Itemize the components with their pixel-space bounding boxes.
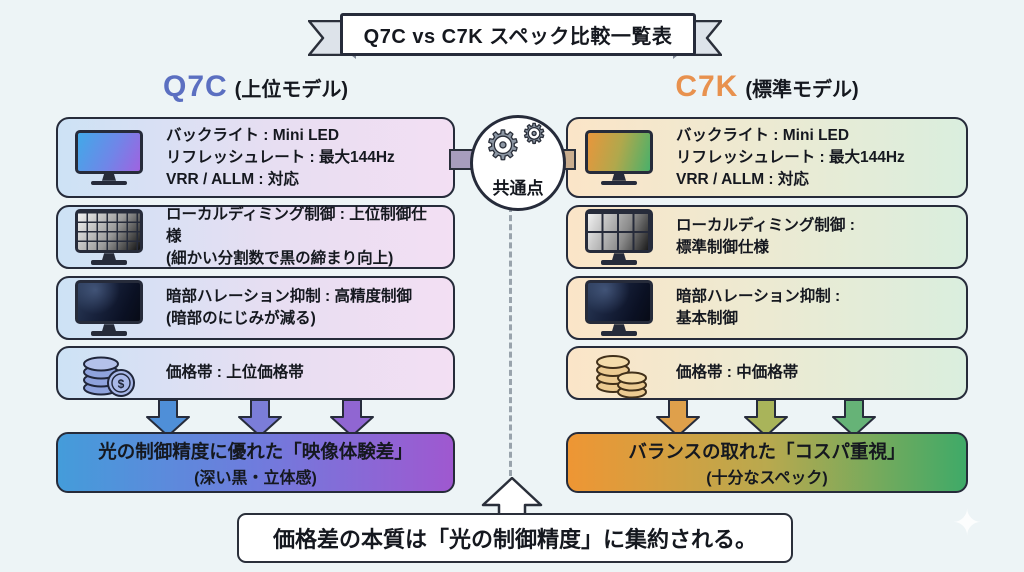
spec-line: リフレッシュレート : 最大144Hz	[166, 148, 395, 166]
center-divider-dashed-line	[509, 206, 512, 476]
dark-scene-tv-icon	[72, 280, 146, 336]
spec-line: バックライト : Mini LED	[676, 126, 850, 144]
down-arrow-icon	[238, 399, 282, 437]
down-arrow-icon	[330, 399, 374, 437]
result-line: (深い黒・立体感)	[194, 469, 317, 487]
spec-line: VRR / ALLM : 対応	[676, 170, 809, 188]
model-name-c7k: C7K	[675, 70, 739, 103]
down-arrow-icon	[832, 399, 876, 437]
gear-icon: ⚙	[521, 119, 547, 149]
spec-line: 価格帯 : 上位価格帯	[166, 364, 304, 381]
result-box-c7k: バランスの取れた「コスパ重視」 (十分なスペック)	[566, 432, 968, 493]
spec-row-backlight-q7c: バックライト : Mini LED リフレッシュレート : 最大144Hz VR…	[56, 117, 455, 198]
down-arrow-icon	[744, 399, 788, 437]
spec-line: 標準制御仕様	[676, 239, 770, 256]
spec-row-halation-q7c: 暗部ハレーション抑制 : 高精度制御 (暗部のにじみが減る)	[56, 276, 455, 340]
page-title: Q7C vs C7K スペック比較一覧表	[340, 13, 696, 56]
spec-line: ローカルディミング制御 :	[676, 217, 855, 234]
spec-line: (細かい分割数で黒の締まり向上)	[166, 250, 394, 267]
spec-row-dimming-c7k: ローカルディミング制御 : 標準制御仕様	[566, 205, 968, 269]
common-points-hub: ⚙ ⚙ 共通点	[470, 115, 566, 211]
spec-line: 価格帯 : 中価格帯	[676, 364, 799, 381]
hub-label: 共通点	[492, 179, 544, 198]
header-c7k: C7K (標準モデル)	[566, 70, 968, 104]
footer-conclusion: 価格差の本質は「光の制御精度」に集約される。	[237, 513, 793, 563]
spec-line: 暗部ハレーション抑制 :	[676, 288, 841, 305]
tv-display-icon	[582, 129, 656, 186]
dimming-grid-coarse-icon	[582, 209, 656, 265]
down-arrow-icon	[146, 399, 190, 437]
spec-line: (暗部のにじみが減る)	[166, 310, 316, 327]
result-line: 光の制御精度に優れた「映像体験差」	[98, 440, 413, 462]
dimming-grid-fine-icon	[72, 209, 146, 265]
spec-line: VRR / ALLM : 対応	[166, 170, 299, 188]
spec-line: リフレッシュレート : 最大144Hz	[676, 148, 905, 166]
spec-line: バックライト : Mini LED	[166, 126, 340, 144]
header-q7c: Q7C (上位モデル)	[56, 70, 455, 104]
spec-line: ローカルディミング制御 : 上位制御仕様	[166, 206, 427, 245]
up-arrow-icon	[481, 477, 543, 517]
sparkle-icon: ✦	[952, 502, 983, 543]
dark-scene-tv-icon	[582, 280, 656, 336]
down-arrow-icon	[656, 399, 700, 437]
spec-line: 暗部ハレーション抑制 : 高精度制御	[166, 288, 412, 305]
result-line: (十分なスペック)	[706, 469, 828, 487]
spec-row-halation-c7k: 暗部ハレーション抑制 : 基本制御	[566, 276, 968, 340]
gear-icon: ⚙	[484, 124, 521, 168]
model-suffix-q7c: (上位モデル)	[234, 78, 348, 101]
model-suffix-c7k: (標準モデル)	[745, 78, 859, 101]
spec-row-backlight-c7k: バックライト : Mini LED リフレッシュレート : 最大144Hz VR…	[566, 117, 968, 198]
coins-stack-icon	[582, 348, 656, 398]
model-name-q7c: Q7C	[162, 70, 228, 103]
spec-row-price-q7c: $ 価格帯 : 上位価格帯	[56, 346, 455, 400]
tv-display-icon	[72, 129, 146, 186]
spec-line: 基本制御	[676, 310, 739, 327]
result-box-q7c: 光の制御精度に優れた「映像体験差」 (深い黒・立体感)	[56, 432, 455, 493]
spec-row-dimming-q7c: ローカルディミング制御 : 上位制御仕様 (細かい分割数で黒の締まり向上)	[56, 205, 455, 269]
coins-dollar-icon: $	[72, 348, 146, 398]
svg-text:$: $	[118, 377, 125, 391]
spec-row-price-c7k: 価格帯 : 中価格帯	[566, 346, 968, 400]
result-line: バランスの取れた「コスパ重視」	[628, 440, 906, 462]
